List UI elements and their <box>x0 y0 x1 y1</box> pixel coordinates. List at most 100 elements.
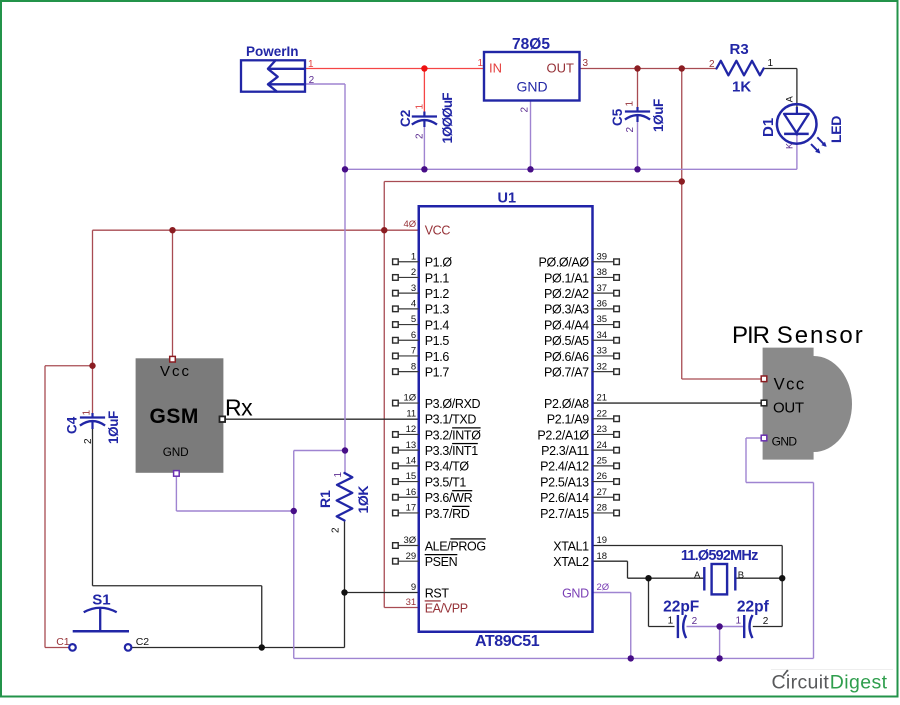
svg-text:2: 2 <box>415 133 426 139</box>
svg-text:1ØK: 1ØK <box>355 486 371 514</box>
svg-text:11.Ø592MHz: 11.Ø592MHz <box>681 548 758 564</box>
svg-text:GSM: GSM <box>150 405 199 428</box>
svg-text:16: 16 <box>406 487 417 498</box>
svg-text:PØ.1/A1: PØ.1/A1 <box>544 271 589 285</box>
svg-text:P3.Ø/RXD: P3.Ø/RXD <box>425 397 481 411</box>
svg-text:1: 1 <box>415 104 426 110</box>
svg-text:2: 2 <box>331 527 342 533</box>
svg-text:2: 2 <box>709 59 715 70</box>
svg-text:K: K <box>785 143 795 149</box>
svg-text:PIR: PIR <box>732 322 770 349</box>
svg-text:A: A <box>785 96 795 102</box>
svg-text:35: 35 <box>597 314 608 325</box>
svg-text:B: B <box>738 570 744 581</box>
svg-text:R3: R3 <box>730 41 749 58</box>
svg-text:29: 29 <box>406 551 417 562</box>
svg-text:18: 18 <box>597 551 608 562</box>
svg-text:P3.3/INT1: P3.3/INT1 <box>425 444 479 458</box>
svg-text:P2.5/A13: P2.5/A13 <box>540 475 589 489</box>
svg-text:26: 26 <box>597 471 608 482</box>
svg-text:PØ.3/A3: PØ.3/A3 <box>544 303 589 317</box>
svg-text:Rx: Rx <box>225 394 253 420</box>
svg-text:7: 7 <box>411 346 416 357</box>
svg-text:8: 8 <box>411 361 416 372</box>
svg-text:14: 14 <box>406 455 417 466</box>
svg-text:1: 1 <box>333 472 344 478</box>
svg-text:25: 25 <box>597 455 608 466</box>
svg-text:4Ø: 4Ø <box>404 219 417 230</box>
svg-text:1: 1 <box>625 101 636 107</box>
svg-text:31: 31 <box>406 597 417 608</box>
svg-text:P2.2/A1Ø: P2.2/A1Ø <box>537 428 589 442</box>
svg-text:Digest: Digest <box>830 672 888 694</box>
svg-text:3Ø: 3Ø <box>404 535 417 546</box>
svg-text:AT89C51: AT89C51 <box>475 633 540 650</box>
svg-text:RST: RST <box>425 586 450 600</box>
svg-text:U1: U1 <box>498 191 517 207</box>
svg-text:36: 36 <box>597 298 608 309</box>
svg-text:GND: GND <box>562 586 589 600</box>
svg-text:1Ø: 1Ø <box>404 393 417 404</box>
svg-text:P2.1/A9: P2.1/A9 <box>547 413 589 427</box>
svg-text:S1: S1 <box>92 592 110 609</box>
svg-text:P3.6/WR: P3.6/WR <box>425 491 473 505</box>
svg-text:OUT: OUT <box>547 61 575 76</box>
svg-text:GND: GND <box>772 435 798 449</box>
svg-text:2: 2 <box>83 438 94 444</box>
svg-text:11: 11 <box>406 408 416 419</box>
svg-text:6: 6 <box>411 330 416 341</box>
svg-text:P3.7/RD: P3.7/RD <box>425 507 470 521</box>
svg-text:37: 37 <box>597 283 608 294</box>
svg-text:GND: GND <box>163 445 189 459</box>
svg-text:XTAL2: XTAL2 <box>553 555 589 569</box>
svg-text:22: 22 <box>597 408 608 419</box>
svg-text:13: 13 <box>406 440 417 451</box>
svg-text:PØ.2/A2: PØ.2/A2 <box>544 287 589 301</box>
svg-text:1ØØØuF: 1ØØØuF <box>440 93 455 144</box>
svg-text:19: 19 <box>597 535 608 546</box>
svg-text:22pF: 22pF <box>663 598 699 615</box>
svg-text:PowerIn: PowerIn <box>246 44 299 59</box>
svg-text:P1.7: P1.7 <box>425 365 450 379</box>
svg-text:3: 3 <box>583 58 589 69</box>
svg-text:23: 23 <box>597 424 608 435</box>
svg-text:17: 17 <box>406 503 417 514</box>
svg-text:33: 33 <box>597 346 608 357</box>
svg-text:34: 34 <box>597 330 608 341</box>
svg-text:P1.1: P1.1 <box>425 271 450 285</box>
svg-text:P1.Ø: P1.Ø <box>425 256 453 270</box>
svg-text:P2.Ø/A8: P2.Ø/A8 <box>544 397 589 411</box>
svg-text:3: 3 <box>411 283 416 294</box>
svg-text:PØ.4/A4: PØ.4/A4 <box>544 318 589 332</box>
svg-text:P1.6: P1.6 <box>425 350 450 364</box>
svg-text:Vcc: Vcc <box>774 375 806 393</box>
svg-text:Sensor: Sensor <box>777 322 865 349</box>
svg-text:P2.6/A14: P2.6/A14 <box>540 491 589 505</box>
svg-text:2: 2 <box>625 127 636 133</box>
svg-text:C5: C5 <box>610 108 625 126</box>
svg-text:P2.4/A12: P2.4/A12 <box>540 460 589 474</box>
svg-text:A: A <box>694 570 701 581</box>
svg-text:12: 12 <box>406 424 417 435</box>
svg-text:1: 1 <box>668 616 674 627</box>
svg-text:PØ.7/A7: PØ.7/A7 <box>544 365 589 379</box>
svg-text:1ØuF: 1ØuF <box>106 411 121 444</box>
svg-text:78Ø5: 78Ø5 <box>512 36 550 53</box>
svg-text:P3.1/TXD: P3.1/TXD <box>425 413 477 427</box>
svg-text:OUT: OUT <box>773 400 804 417</box>
svg-text:5: 5 <box>411 314 416 325</box>
svg-text:D1: D1 <box>760 118 777 137</box>
svg-text:VCC: VCC <box>425 223 451 237</box>
svg-text:1: 1 <box>411 251 416 262</box>
svg-text:C4: C4 <box>65 416 80 434</box>
svg-text:C2: C2 <box>398 110 413 127</box>
svg-text:28: 28 <box>597 503 608 514</box>
svg-text:2: 2 <box>411 267 416 278</box>
svg-text:P2.7/A15: P2.7/A15 <box>540 507 589 521</box>
svg-text:Vcc: Vcc <box>160 363 191 380</box>
svg-text:1K: 1K <box>732 79 751 96</box>
svg-text:24: 24 <box>597 440 608 451</box>
svg-text:1: 1 <box>768 58 774 69</box>
svg-text:1: 1 <box>308 59 314 70</box>
svg-text:PSEN: PSEN <box>425 555 458 569</box>
